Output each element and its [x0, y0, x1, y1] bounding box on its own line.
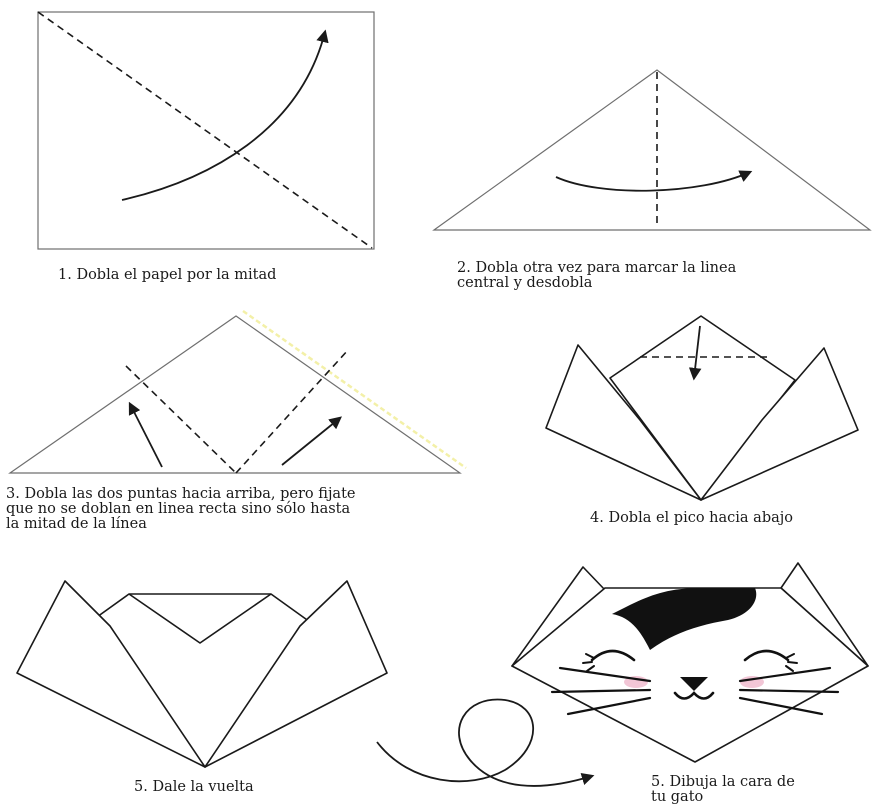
- step5-right-ear: [204, 580, 388, 768]
- step5-caption: 5. Dale la vuelta: [134, 779, 254, 795]
- step1-illustration: [37, 11, 375, 250]
- cat-left-eyelash: [582, 653, 595, 672]
- step3-caption: 3. Dobla las dos puntas hacia arriba, pe…: [6, 486, 356, 532]
- step4-center-body: [609, 315, 796, 501]
- transition-curly-arrow: [376, 698, 595, 787]
- cat-right-whiskers: [738, 666, 840, 716]
- step4-arrow-down: [688, 325, 702, 381]
- step1-curved-arrow: [121, 29, 329, 201]
- cat-right-eyelash: [785, 653, 798, 672]
- step1-caption: 1. Dobla el papel por la mitad: [58, 267, 277, 283]
- step3-fold-line-right: [235, 349, 349, 474]
- step3-arrow-left: [128, 401, 163, 468]
- step4-illustration: [545, 315, 859, 501]
- step5-illustration: [16, 580, 388, 768]
- cat-right-eye: [743, 649, 790, 662]
- cat-mouth: [673, 691, 715, 700]
- cat-black-patch: [612, 588, 757, 650]
- step1-diagonal-fold-line: [37, 11, 373, 249]
- step2-illustration: [432, 69, 872, 231]
- step4-right-ear: [700, 347, 859, 501]
- step5-v-notch: [128, 593, 272, 644]
- cat-nose: [680, 677, 708, 691]
- cat-left-whiskers: [550, 666, 652, 716]
- step2-caption: 2. Dobla otra vez para marcar la linea c…: [457, 260, 737, 291]
- step3-fold-line-left: [125, 365, 237, 474]
- step6-caption: 5. Dibuja la cara de tu gato: [651, 774, 795, 805]
- step3-paper-triangle: [8, 315, 462, 474]
- step3-fold-highlight: [242, 309, 467, 470]
- cat-left-eye: [590, 649, 636, 662]
- step2-paper-triangle: [432, 69, 872, 231]
- step6-illustration: [511, 562, 869, 763]
- step4-caption: 4. Dobla el pico hacia abajo: [590, 510, 793, 526]
- step2-curved-arrow: [555, 170, 753, 192]
- step3-arrow-right: [281, 416, 342, 466]
- step3-illustration: [8, 309, 467, 474]
